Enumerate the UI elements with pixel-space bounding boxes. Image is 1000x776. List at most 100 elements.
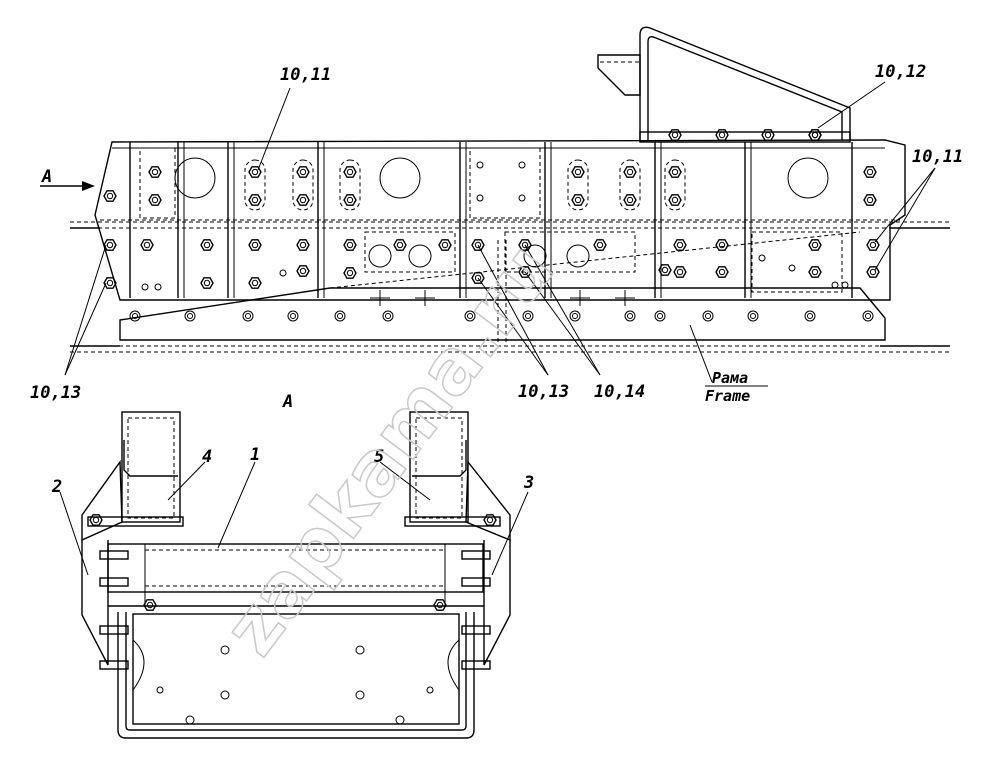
bolt-head [808,129,822,141]
bolt-center [106,241,114,249]
bolt-center [346,269,354,277]
bolt-center [474,274,482,282]
gusset-hole-inner [627,313,633,319]
bolt-center [151,168,159,176]
gusset-hole [184,310,196,322]
bolt-center [396,241,404,249]
gusset-hole-inner [807,313,813,319]
bolt-center [671,131,679,139]
bolt-head [715,266,729,278]
bolt-center [436,601,444,609]
bolt-center [143,241,151,249]
gusset-holes [129,310,874,322]
bolt-center [521,268,529,276]
bolt-center [718,268,726,276]
bolt-head [248,239,262,251]
bolt-center [106,192,114,200]
bolts [103,129,880,289]
label-10-13-left: 10,13 [30,383,81,403]
bolt-head [623,166,637,178]
channel-holes [156,645,434,725]
bolt-head [103,277,117,289]
bolt-head [248,194,262,206]
bolt-head [471,272,485,284]
label-10-11-top: 10,11 [280,65,331,85]
bolt-shank [461,550,491,560]
bolt-head [673,239,687,251]
gusset-hole-inner [290,313,296,319]
bolt-shank [461,660,491,670]
bolt-head [343,166,357,178]
bolt-center [676,241,684,249]
gusset-hole [702,310,714,322]
gusset-hole-inner [385,313,391,319]
leader-lines [64,81,936,387]
bolt-head [433,599,447,611]
bolt-head [761,129,775,141]
bolt-center [146,601,154,609]
section-bolts [89,514,497,670]
bolt-shank [461,625,491,635]
label-section-a: A [282,392,293,412]
bolt-head [248,166,262,178]
side-view [40,26,950,387]
gusset-hole [334,310,346,322]
bolt-head [343,239,357,251]
bolt-head [808,266,822,278]
gusset-hole [129,310,141,322]
gusset-hole-inner [525,313,531,319]
bolt-center [251,168,259,176]
bolt-center [661,266,669,274]
bolt-center [671,196,679,204]
part-leaders [59,461,529,576]
bolt-center [718,131,726,139]
label-part-1: 1 [250,445,260,465]
bolt-center [811,241,819,249]
bolt-center [869,241,877,249]
bolt-shank [461,577,491,587]
bolt-center [251,279,259,287]
label-10-14: 10,14 [594,382,645,402]
bolt-center [203,279,211,287]
label-frame-ru: Рама [712,369,748,387]
bolt-head [89,514,103,526]
label-10-11-right: 10,11 [912,147,963,167]
gusset-hole [287,310,299,322]
bolt-shank [99,660,129,670]
watermark: zapkama.ru [208,228,571,671]
bolt-center [299,267,307,275]
bolt-head [103,239,117,251]
bolt-head [296,265,310,277]
bolt-head [808,239,822,251]
label-part-5: 5 [374,447,384,467]
bolt-center [866,196,874,204]
bolt-center [299,241,307,249]
gusset-hole [382,310,394,322]
bolt-head [668,194,682,206]
bolt-head [593,239,607,251]
bolt-head [343,194,357,206]
bolt-head [673,266,687,278]
gusset-hole [464,310,476,322]
bolt-center [626,196,634,204]
bolt-head [866,266,880,278]
label-10-13-mid: 10,13 [518,382,569,402]
bolt-center [596,241,604,249]
bolt-head [863,166,877,178]
gusset-hole-inner [705,313,711,319]
bolt-head [866,239,880,251]
gusset-hole-inner [750,313,756,319]
label-part-2: 2 [51,477,62,497]
bolt-head [140,239,154,251]
bolt-head [483,514,497,526]
bolt-center [346,168,354,176]
bolt-center [718,241,726,249]
bolt-head [715,129,729,141]
gusset-hole-inner [187,313,193,319]
bolt-center [299,168,307,176]
bolt-head [863,194,877,206]
label-frame-en: Frame [705,387,750,405]
gusset-hole-inner [337,313,343,319]
bolt-head [296,239,310,251]
bolt-center [299,196,307,204]
